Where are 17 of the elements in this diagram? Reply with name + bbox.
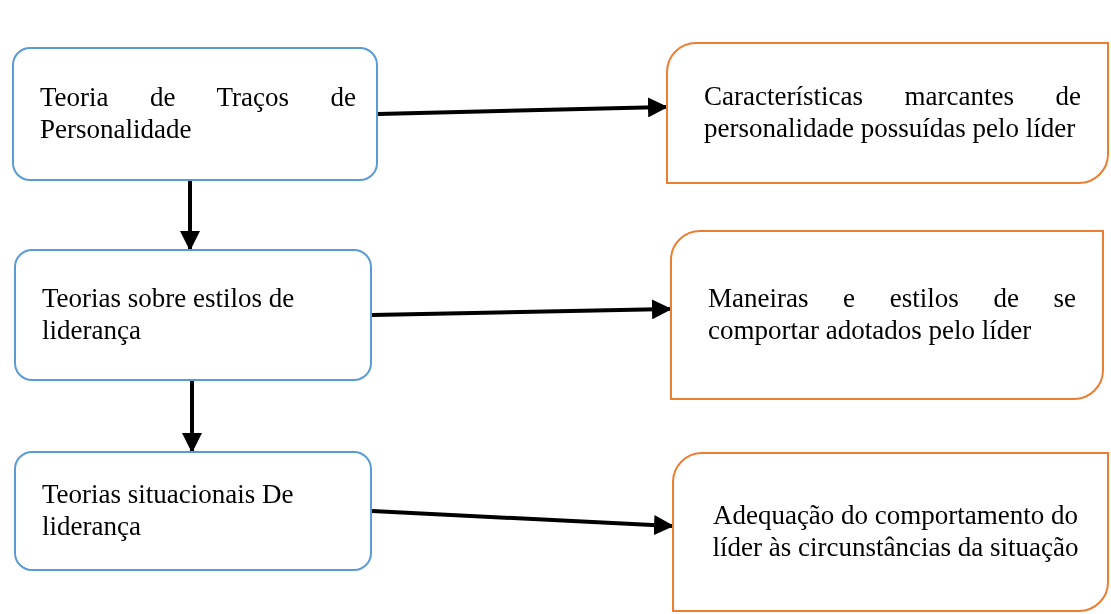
arrow [377,97,668,118]
box-text: Teorias sobre estilos de liderança [42,283,296,347]
process-box [12,47,378,181]
process-box [14,249,372,381]
arrow [182,381,202,453]
arrow [371,299,672,320]
process-box [666,42,1109,184]
box-text: Características marcantes de personalidade possuídas pelo líder [704,81,1081,145]
process-box [670,230,1104,400]
box-text: Maneiras e estilos de se comportar adotados pelo líder [708,283,1076,347]
box-text: Teoria de Traços de Personalidade [40,82,356,146]
process-box [672,452,1109,612]
box-text: Teorias situacionais De liderança [42,479,295,543]
box-text: Adequação do comportamento do líder às circunstâncias da situação [711,500,1080,564]
process-box [14,451,372,571]
arrow [180,181,200,251]
arrow [371,509,674,536]
